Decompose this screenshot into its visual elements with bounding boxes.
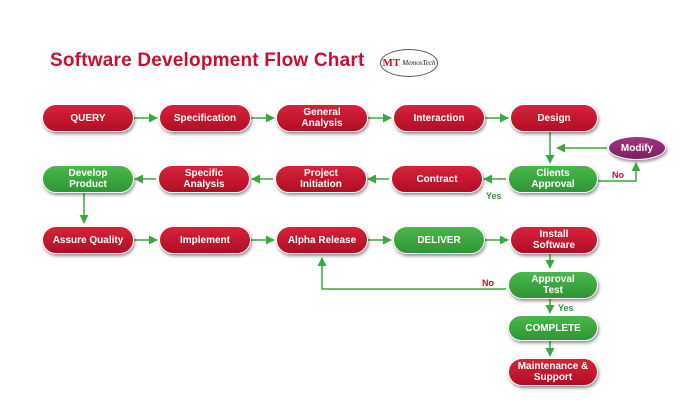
node-maintenance-support: Maintenance &Support <box>508 358 598 386</box>
node-complete: COMPLETE <box>508 315 598 341</box>
label-no-alpha-release: No <box>482 278 494 288</box>
node-implement: Implement <box>159 226 251 254</box>
node-design: Design <box>510 104 598 132</box>
logo-initials: MT <box>382 57 401 69</box>
node-modify: Modify <box>608 136 666 160</box>
logo-name: MemosTech <box>402 59 436 67</box>
arrow-clients-approval-modify <box>598 162 641 182</box>
node-alpha-release: Alpha Release <box>276 226 368 254</box>
node-interaction: Interaction <box>393 104 485 132</box>
node-assure-quality: Assure Quality <box>42 226 134 254</box>
node-deliver: DELIVER <box>393 226 485 254</box>
node-query: QUERY <box>42 104 134 132</box>
label-no-modify: No <box>612 170 624 180</box>
label-yes-contract: Yes <box>486 191 502 201</box>
label-yes-complete: Yes <box>558 303 574 313</box>
arrow-approval-test-alpha-release <box>317 257 506 290</box>
memostech-logo: MT MemosTech <box>380 49 438 77</box>
page-title: Software Development Flow Chart <box>50 50 365 71</box>
node-contract: Contract <box>391 165 483 193</box>
node-specification: Specification <box>159 104 251 132</box>
